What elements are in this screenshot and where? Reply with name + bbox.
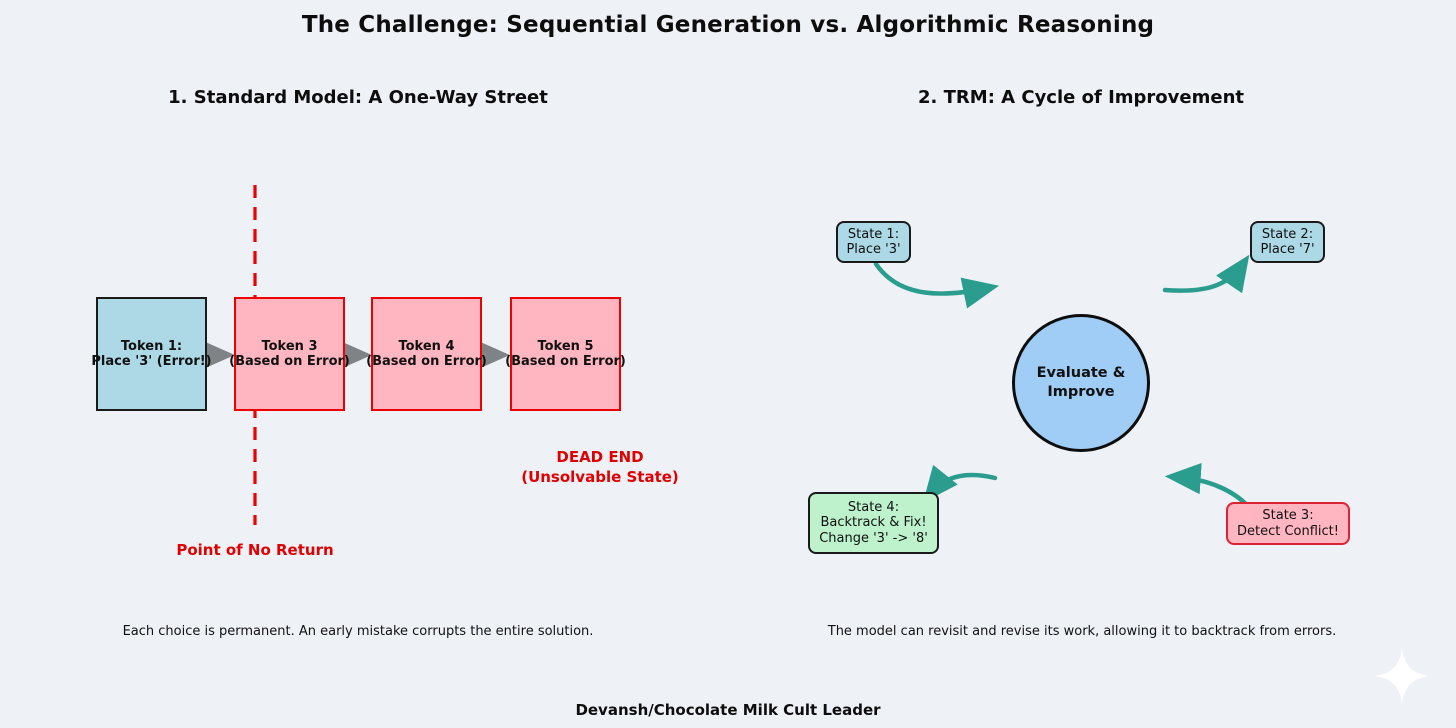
right-panel-heading: 2. TRM: A Cycle of Improvement xyxy=(918,87,1244,108)
left-panel-heading: 1. Standard Model: A One-Way Street xyxy=(168,87,548,108)
token-box-5: Token 5 (Based on Error) xyxy=(505,297,626,411)
sparkle-icon xyxy=(1374,648,1430,704)
cycle-arrow-into-state4 xyxy=(922,464,998,503)
token-box-label: (Based on Error) xyxy=(505,354,626,369)
token-box-label: (Based on Error) xyxy=(229,354,350,369)
right-panel-caption: The model can revisit and revise its wor… xyxy=(827,624,1337,639)
state-1-box: State 1: Place '3' xyxy=(836,221,911,263)
cycle-arrow-into-state2 xyxy=(1162,254,1250,294)
dead-end-label: DEAD END (Unsolvable State) xyxy=(521,448,679,486)
token-box-label: Token 1: xyxy=(120,339,183,354)
token-box-3: Token 3 (Based on Error) xyxy=(229,297,350,411)
token-box-label: Token 4 xyxy=(398,339,455,354)
state-2-box: State 2: Place '7' xyxy=(1250,221,1325,263)
token-box-label: Token 3 xyxy=(261,339,318,354)
footer-credit: Devansh/Chocolate Milk Cult Leader xyxy=(575,701,881,719)
page-title: The Challenge: Sequential Generation vs.… xyxy=(301,12,1155,38)
evaluate-improve-node: Evaluate & Improve xyxy=(1012,314,1150,452)
left-panel-caption: Each choice is permanent. An early mista… xyxy=(122,624,594,639)
token-box-label: Place '3' (Error!) xyxy=(91,354,212,369)
token-box-1: Token 1: Place '3' (Error!) xyxy=(91,297,212,411)
token-box-label: (Based on Error) xyxy=(366,354,487,369)
state-3-box: State 3: Detect Conflict! xyxy=(1226,502,1350,545)
point-of-no-return-label: Point of No Return xyxy=(176,541,334,559)
token-box-label: Token 5 xyxy=(537,339,594,354)
state-4-box: State 4: Backtrack & Fix! Change '3' -> … xyxy=(808,492,939,554)
token-box-4: Token 4 (Based on Error) xyxy=(366,297,487,411)
cycle-arrow-state1-out xyxy=(873,261,1000,309)
